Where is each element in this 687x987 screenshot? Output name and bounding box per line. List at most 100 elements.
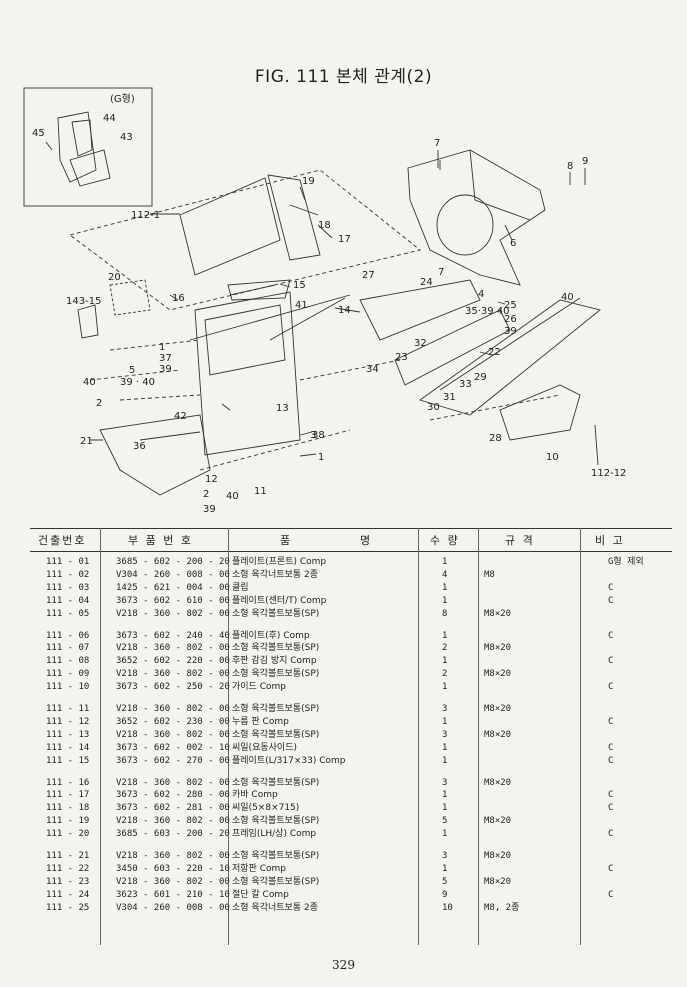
cell-no: 111 - 09: [46, 669, 90, 680]
cell-spec: M8×20: [484, 608, 512, 619]
cell-qty: 3: [442, 851, 448, 861]
cell-note: G형 제외: [608, 557, 644, 567]
cell-qty: 3: [442, 729, 448, 740]
cell-part: V304 - 260 - 008 - 00: [116, 902, 230, 913]
callout-43: 43: [120, 132, 133, 143]
callout-44: 44: [103, 113, 116, 124]
cell-qty: 4: [442, 569, 448, 580]
callout-5: 20: [108, 272, 121, 283]
cell-part: V218 - 360 - 802 - 00: [116, 777, 230, 788]
cell-qty: 1: [442, 557, 448, 567]
col-header-name-1: 품: [280, 534, 293, 547]
cell-qty: 1: [442, 742, 448, 753]
cell-spec: M8×20: [484, 851, 512, 861]
cell-no: 111 - 05: [46, 608, 90, 619]
cell-no: 111 - 10: [46, 682, 90, 693]
callout-7b: 7: [438, 267, 444, 278]
cell-part: 3673 - 602 - 280 - 00: [116, 790, 230, 801]
callout-26: 35·39 40: [465, 306, 510, 317]
cell-no: 111 - 23: [46, 876, 90, 887]
cell-qty: 10: [442, 902, 453, 913]
callout-34: 22: [488, 347, 501, 358]
cell-part: V218 - 360 - 802 - 00: [116, 643, 230, 654]
cell-part: V218 - 360 - 802 - 00: [116, 704, 230, 714]
cell-qty: 1: [442, 582, 448, 593]
callout-23: 13: [276, 403, 289, 414]
callout-40b: 39: [159, 364, 172, 375]
cell-spec: M8×20: [484, 643, 512, 654]
cell-note: C: [608, 755, 614, 766]
cell-note: C: [608, 582, 614, 593]
cell-part: V218 - 360 - 802 - 00: [116, 608, 230, 619]
cell-name: 소형 육각볼트보통(SP): [232, 777, 320, 788]
cell-no: 111 - 25: [46, 902, 90, 913]
cell-name: 누름 판 Comp: [232, 716, 289, 727]
cell-name: 소형 육각볼트보통(SP): [232, 816, 320, 827]
cell-no: 111 - 08: [46, 656, 90, 667]
cell-name: 프레임(LH/상) Comp: [232, 829, 317, 840]
cell-spec: M8×20: [484, 816, 512, 827]
callout-4: 4: [478, 289, 484, 300]
callout-7a: 7: [434, 138, 440, 149]
cell-qty: 3: [442, 777, 448, 788]
col-divider: [100, 528, 101, 945]
cell-part: 3673 - 602 - 002 - 10: [116, 742, 230, 753]
callout-9: 9: [582, 156, 588, 167]
cell-note: C: [608, 630, 614, 641]
cell-name: 플레이트(프론트) Comp: [232, 557, 327, 567]
cell-no: 111 - 04: [46, 595, 90, 606]
cell-qty: 5: [442, 876, 448, 887]
callout-17: 17: [338, 234, 351, 245]
cell-part: 3673 - 602 - 610 - 00: [116, 595, 230, 606]
cell-part: 3652 - 602 - 220 - 00: [116, 656, 230, 667]
cell-part: 3673 - 602 - 281 - 00: [116, 803, 230, 814]
cell-qty: 1: [442, 682, 448, 693]
callout-13: 42: [174, 411, 187, 422]
cell-note: C: [608, 863, 614, 874]
callout-112-1: 112-1: [131, 210, 160, 221]
col-divider: [478, 528, 479, 945]
cell-name: 소형 육각볼트보통(SP): [232, 704, 320, 714]
cell-spec: M8×20: [484, 669, 512, 680]
cell-qty: 8: [442, 608, 448, 619]
cell-part: 3673 - 602 - 240 - 40: [116, 630, 230, 641]
callout-19: 19: [302, 176, 315, 187]
cell-name: 씨일(5×8×715): [232, 803, 300, 814]
cell-name: 씨일(요동사이드): [232, 742, 297, 753]
callout-41: 41: [295, 300, 308, 311]
callout-12: 1: [318, 452, 324, 463]
cell-no: 111 - 22: [46, 863, 90, 874]
col-header-name-2: 명: [360, 534, 373, 547]
cell-part: 3673 - 602 - 270 - 00: [116, 755, 230, 766]
cell-spec: M8×20: [484, 704, 512, 714]
cell-spec: M8: [484, 569, 495, 580]
cell-part: 3652 - 602 - 230 - 00: [116, 716, 230, 727]
cell-name: 플레이트(센터/T) Comp: [232, 595, 327, 606]
callout-8: 8: [567, 161, 573, 172]
callout-39c: 2: [203, 489, 209, 500]
cell-qty: 1: [442, 790, 448, 801]
callout-1b: 38: [312, 430, 325, 441]
callout-39a: 26: [504, 314, 517, 325]
cell-name: 절단 칼 Comp: [232, 889, 289, 900]
cell-name: 소형 육각볼트보통(SP): [232, 608, 320, 619]
cell-no: 111 - 17: [46, 790, 90, 801]
cell-spec: M8×20: [484, 876, 512, 887]
cell-qty: 1: [442, 829, 448, 840]
callout-33: 29: [474, 372, 487, 383]
cell-part: V218 - 360 - 802 - 00: [116, 876, 230, 887]
cell-note: C: [608, 742, 614, 753]
col-header-no: 건출번호: [38, 534, 87, 547]
